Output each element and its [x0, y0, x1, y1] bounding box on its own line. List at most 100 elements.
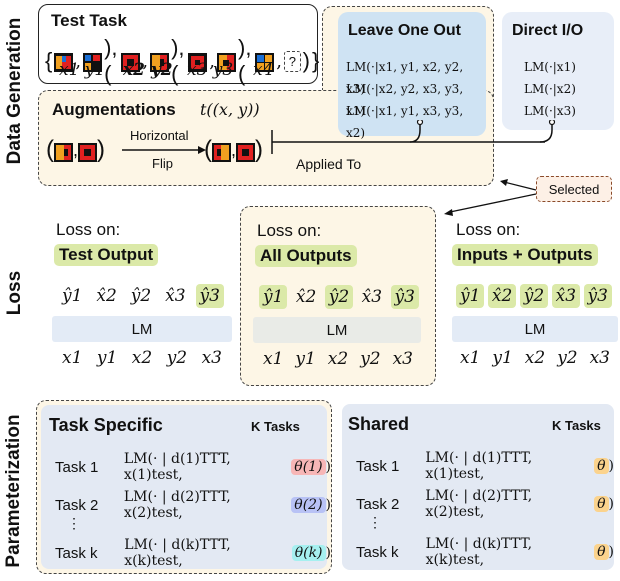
output-token: x̂3: [165, 286, 186, 306]
loss-target-1: Test Output: [54, 244, 159, 266]
output-token: ŷ1: [456, 284, 485, 308]
close-brace: }: [312, 48, 320, 73]
augment-result-pair: ( , ): [204, 136, 264, 163]
output-token: ŷ2: [324, 285, 354, 309]
input-token: x3: [392, 349, 413, 369]
output-token: ŷ3: [583, 284, 612, 308]
grid-x4-icon: [255, 52, 275, 72]
arrow-label-top: Horizontal: [130, 128, 189, 143]
direct-io-line-1: LM(·|x1): [524, 60, 576, 74]
test-task-label-3: x3 y3: [187, 60, 234, 80]
test-task-title: Test Task: [51, 11, 127, 30]
output-token: x̂3: [361, 287, 383, 307]
applied-to-connector: [271, 120, 556, 154]
input-token: y1: [295, 349, 316, 369]
grid-x3-icon: [188, 52, 208, 72]
grid-x1-icon: [54, 52, 74, 72]
task-row-label: Task k: [356, 543, 399, 561]
task-row-expression: LM(· | d(2)TTT, x(2)test,: [123, 489, 231, 521]
input-token: x1: [263, 349, 284, 369]
input-token: y1: [492, 348, 513, 368]
leave-one-out-title: Leave One Out: [348, 22, 461, 39]
loss-inputs-2: x1 y1 x2 y2 x3: [263, 349, 413, 369]
input-token: x3: [589, 348, 610, 368]
input-token: x2: [524, 348, 546, 368]
close-paren: ): [325, 545, 331, 561]
task-row: Task k LM(· | d(k)TTT, x(k)test, θ): [356, 536, 614, 568]
input-token: x2: [327, 349, 349, 369]
unknown-output-box: ?: [284, 50, 301, 72]
applied-to-label: Applied To: [296, 156, 362, 172]
input-token: y2: [557, 348, 578, 368]
task-row: Task 1 LM(· | d(1)TTT, x(1)test, θ(1)): [55, 451, 331, 483]
ellipsis: ⋮: [67, 515, 81, 531]
section-label-parameterization: Parameterization: [3, 414, 24, 568]
output-token: ŷ1: [62, 286, 83, 306]
loss-head-3: Loss on:: [456, 220, 521, 239]
section-label-data-generation: Data Generation: [4, 17, 25, 165]
grid-y2-icon: [150, 52, 170, 72]
augmentations-title: Augmentations: [52, 100, 176, 119]
aug-source-grid-1-icon: [54, 141, 73, 162]
direct-io-line-2: LM(·|x2): [524, 82, 576, 96]
input-token: x2: [131, 348, 153, 368]
task-row-expression: LM(· | d(1)TTT, x(1)test,: [123, 451, 231, 483]
task-row-label: Task 1: [55, 458, 99, 476]
input-token: x1: [62, 348, 83, 368]
output-token: ŷ1: [259, 285, 288, 309]
direct-io-line-3: LM(·|x3): [524, 104, 576, 118]
close-paren: ): [608, 544, 614, 560]
theta-param: θ: [594, 544, 609, 560]
task-row-expression: LM(· | d(k)TTT, x(k)test,: [425, 536, 533, 568]
leave-one-out-line-3: LM(·|x1, y1, x3, y3, x2): [346, 104, 464, 140]
input-token: x1: [460, 348, 481, 368]
test-task-panel: Test Task { , ),( , ),( , ),( , ? ) } x1…: [38, 4, 320, 86]
close-paren: ): [608, 496, 614, 512]
output-token: ŷ2: [130, 286, 152, 306]
section-label-loss: Loss: [4, 270, 25, 316]
theta-param: θ(1): [291, 459, 326, 475]
aug-source-grid-2-icon: [78, 141, 98, 162]
loss-head-1: Loss on:: [56, 220, 121, 239]
input-token: y2: [166, 348, 188, 368]
output-token: x̂2: [96, 286, 117, 306]
leave-one-out-line-1: LM(·|x1, y1, x2, y2, x3): [346, 60, 464, 96]
lm-bar-2: LM: [253, 317, 421, 343]
direct-io-title: Direct I/O: [512, 22, 584, 39]
close-paren: ): [325, 497, 331, 513]
grid-y3-icon: [217, 52, 237, 72]
theta-param: θ: [594, 458, 609, 474]
aug-result-grid-1-icon: [212, 141, 231, 162]
lm-bar-3: LM: [452, 316, 618, 342]
arrow-label-bottom: Flip: [152, 156, 173, 171]
aug-result-grid-2-icon: [236, 141, 256, 162]
close-paren: ): [608, 458, 614, 474]
loss-inputs-3: x1 y1 x2 y2 x3: [460, 348, 610, 368]
task-row-label: Task 1: [356, 457, 400, 475]
task-row: Task 1 LM(· | d(1)TTT, x(1)test, θ): [356, 450, 614, 482]
selected-arrows: [444, 179, 537, 216]
leave-one-out-line-2: LM(·|x2, y2, x3, y3, x1): [346, 82, 464, 118]
close-paren: ): [325, 459, 331, 475]
test-task-label-4: x4: [253, 60, 274, 80]
task-specific-inner: [41, 405, 327, 569]
task-row-expression: LM(· | d(1)TTT, x(1)test,: [425, 450, 533, 482]
horizontal-flip-arrow: [122, 146, 206, 154]
task-row-label: Task k: [55, 544, 98, 562]
loss-head-2: Loss on:: [257, 221, 322, 240]
input-token: y2: [360, 349, 381, 369]
shared-title: Shared: [348, 414, 410, 434]
open-brace: {: [45, 48, 53, 73]
input-token: y1: [96, 348, 118, 368]
grid-y1-icon: [83, 52, 103, 72]
output-token: x̂3: [551, 284, 581, 308]
